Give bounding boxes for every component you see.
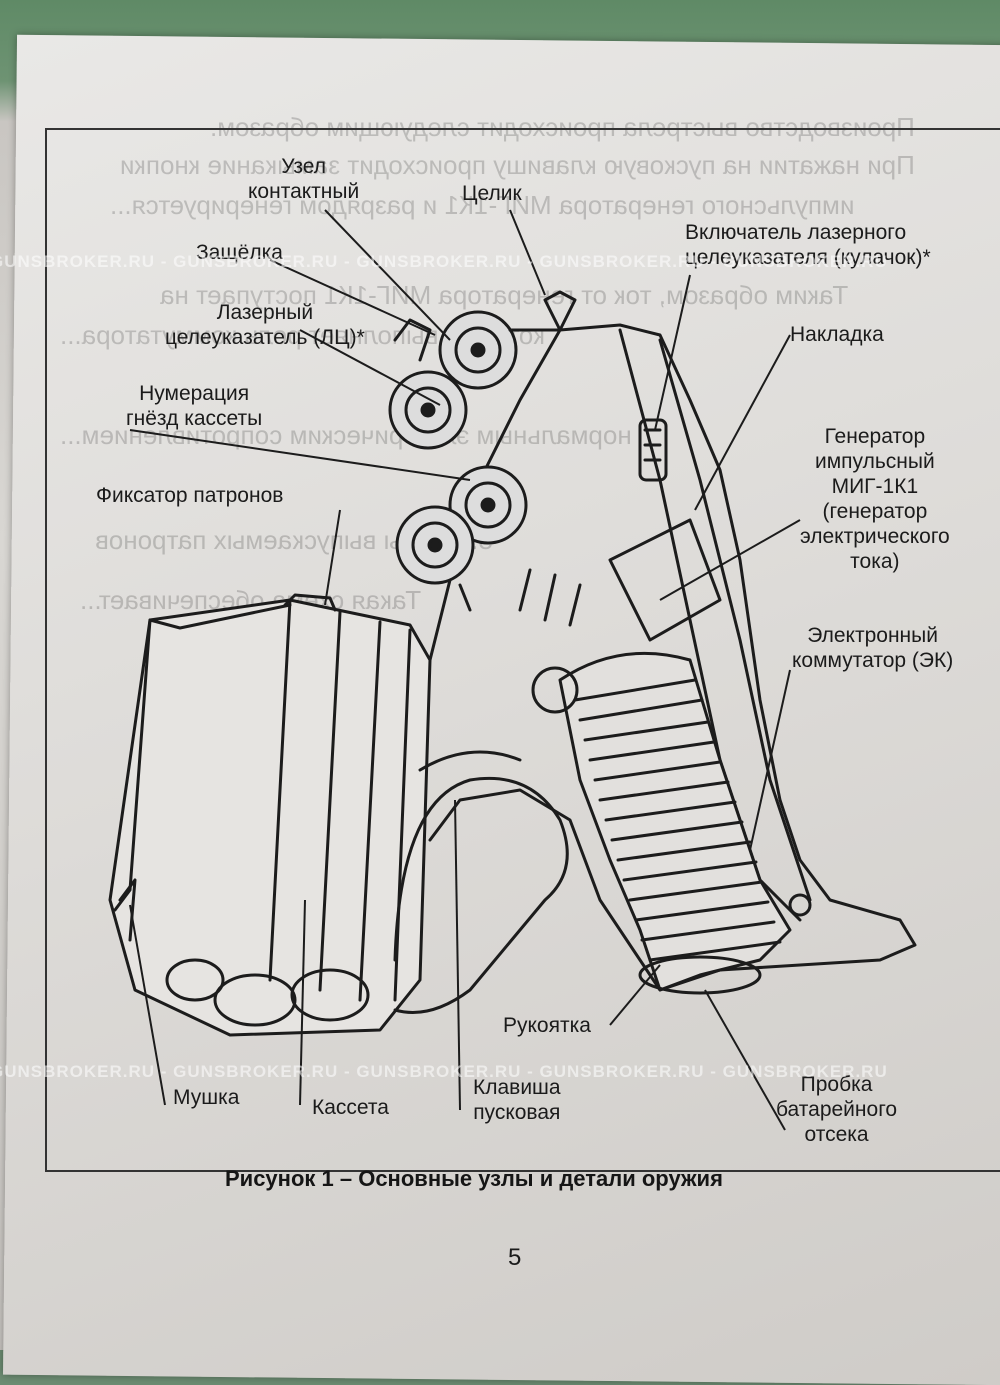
label-cassette-numbering: Нумерация гнёзд кассеты: [126, 382, 263, 430]
label-battery-plug: Пробка батарейного отсека: [776, 1073, 898, 1146]
figure-caption: Рисунок 1 – Основные узлы и детали оружи…: [225, 1166, 723, 1191]
label-grip: Рукоятка: [503, 1014, 591, 1037]
figure-frame: [45, 128, 1000, 1172]
label-contact-unit: Узел контактный: [248, 155, 360, 203]
label-laser-switch: Включатель лазерного целеуказателя (кула…: [685, 221, 931, 269]
label-latch: Защёлка: [196, 241, 283, 264]
label-cartridge-retainer: Фиксатор патронов: [96, 484, 284, 507]
watermark: GUNSBROKER.RU - GUNSBROKER.RU - GUNSBROK…: [0, 252, 888, 271]
label-rear-sight: Целик: [462, 182, 522, 205]
label-cover-plate: Накладка: [790, 323, 884, 346]
device-drawing: [108, 209, 917, 1131]
page-number: 5: [508, 1244, 522, 1271]
label-trigger-key: Клавиша пусковая: [473, 1076, 561, 1124]
label-laser-pointer: Лазерный целеуказатель (ЛЦ)*: [165, 301, 365, 349]
label-cassette: Кассета: [312, 1096, 389, 1119]
label-electronic-commutator: Электронный коммутатор (ЭК): [792, 624, 954, 672]
label-front-sight: Мушка: [173, 1086, 240, 1109]
watermark: GUNSBROKER.RU - GUNSBROKER.RU - GUNSBROK…: [0, 1062, 888, 1081]
label-pulse-generator: Генератор импульсный МИГ-1К1 (генератор …: [800, 425, 950, 573]
